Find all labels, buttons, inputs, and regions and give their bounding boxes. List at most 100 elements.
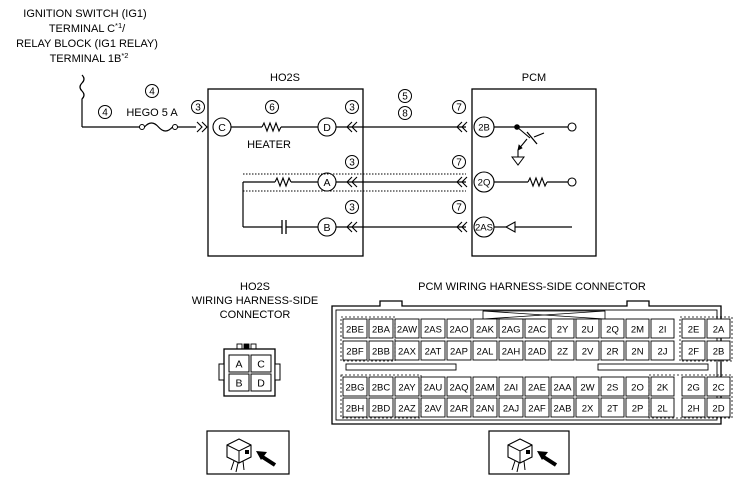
pcm-cell-2f: 2F bbox=[688, 347, 699, 358]
pcm-cell-2ab: 2AB bbox=[554, 404, 572, 415]
pcm-cell-box bbox=[681, 376, 706, 397]
svg-text:D: D bbox=[323, 122, 331, 134]
pcm-box bbox=[471, 88, 597, 257]
pcm-cell-2ba: 2BA bbox=[372, 325, 391, 336]
source-label-line4: TERMINAL 1B*2 bbox=[50, 51, 129, 65]
pcm-cell-2y: 2Y bbox=[557, 325, 569, 336]
svg-text:C: C bbox=[218, 122, 226, 134]
svg-text:8: 8 bbox=[402, 109, 408, 120]
ho2s-connector-title-3: CONNECTOR bbox=[220, 309, 291, 321]
ho2s-connector: A C B D bbox=[218, 343, 281, 397]
svg-text:4: 4 bbox=[102, 108, 108, 119]
pcm-cell-box bbox=[446, 376, 472, 397]
pcm-cell-box bbox=[550, 397, 575, 418]
pcm-cell-box bbox=[472, 376, 498, 397]
pcm-cell-2h: 2H bbox=[687, 404, 699, 415]
circled-marker-4-left: 4 bbox=[98, 105, 112, 119]
pcm-cell-2p: 2P bbox=[632, 404, 644, 415]
pcm-cell-box bbox=[420, 318, 446, 339]
pcm-cell-group-outline bbox=[648, 374, 733, 419]
pcm-cell-box bbox=[625, 340, 650, 361]
fuse-label: HEGO 5 A bbox=[126, 107, 178, 119]
pcm-cell-2bh: 2BH bbox=[346, 404, 365, 415]
ho2s-connector-title-1: HO2S bbox=[240, 281, 270, 293]
pcm-cell-2v: 2V bbox=[582, 347, 594, 358]
source-wire bbox=[79, 74, 85, 127]
pcm-pin-2b: 2B bbox=[473, 116, 495, 138]
pcm-cell-2q: 2Q bbox=[606, 325, 619, 336]
pcm-cell-box bbox=[472, 397, 498, 418]
svg-text:4: 4 bbox=[149, 87, 155, 98]
connector-chevron-2b bbox=[456, 121, 468, 133]
pcm-cell-box bbox=[446, 340, 472, 361]
pcm-cell-2aj: 2AJ bbox=[503, 404, 520, 415]
circled-marker-3-b: 3 bbox=[345, 200, 359, 214]
pcm-cell-2ah: 2AH bbox=[502, 347, 521, 358]
circled-marker-3-c: 3 bbox=[191, 100, 205, 114]
pcm-cell-box bbox=[420, 376, 446, 397]
pcm-cell-box bbox=[342, 397, 368, 418]
pcm-cell-2s: 2S bbox=[607, 383, 619, 394]
pcm-cell-box bbox=[550, 340, 575, 361]
pcm-cell-box bbox=[472, 340, 498, 361]
pcm-cell-2d: 2D bbox=[712, 404, 724, 415]
pcm-cell-box bbox=[368, 340, 394, 361]
svg-text:3: 3 bbox=[349, 203, 355, 214]
pcm-cell-box bbox=[625, 397, 650, 418]
pcm-cell-2av: 2AV bbox=[424, 404, 442, 415]
connector-view-icon-pcm bbox=[488, 430, 570, 475]
svg-text:5: 5 bbox=[402, 92, 408, 103]
pcm-cell-2ac: 2AC bbox=[528, 325, 547, 336]
pcm-connector-divider-right bbox=[597, 363, 709, 371]
pcm-cell-box bbox=[706, 397, 731, 418]
pcm-cell-2af: 2AF bbox=[528, 404, 546, 415]
pcm-cell-2bf: 2BF bbox=[346, 347, 364, 358]
svg-text:6: 6 bbox=[269, 103, 275, 114]
pcm-cell-box bbox=[368, 376, 394, 397]
svg-text:A: A bbox=[323, 177, 330, 189]
pcm-cell-box bbox=[706, 318, 731, 339]
pcm-cell-box bbox=[498, 376, 524, 397]
terminal-2q-out bbox=[567, 177, 577, 187]
pcm-cell-box bbox=[420, 340, 446, 361]
pcm-buffer-2as bbox=[504, 221, 516, 233]
svg-text:B: B bbox=[323, 222, 330, 234]
ho2s-pin-c: C bbox=[212, 117, 232, 137]
pcm-cell-group-outline bbox=[679, 316, 733, 362]
pcm-cell-2ax: 2AX bbox=[398, 347, 417, 358]
pcm-cell-2l: 2L bbox=[657, 404, 668, 415]
pcm-cell-box bbox=[342, 340, 368, 361]
pcm-cell-box bbox=[625, 318, 650, 339]
pcm-cell-2au: 2AU bbox=[424, 383, 443, 394]
pcm-cell-box bbox=[550, 376, 575, 397]
source-label-line2: TERMINAL C*1/ bbox=[49, 21, 126, 35]
pcm-cell-2an: 2AN bbox=[476, 404, 495, 415]
pcm-cell-box bbox=[498, 340, 524, 361]
pcm-cell-box bbox=[498, 397, 524, 418]
pcm-cell-box bbox=[368, 397, 394, 418]
fuse-hego bbox=[139, 122, 178, 132]
pcm-cell-2ap: 2AP bbox=[450, 347, 468, 358]
pcm-cell-2ag: 2AG bbox=[501, 325, 520, 336]
pcm-cell-2aw: 2AW bbox=[397, 325, 417, 336]
pcm-cell-box bbox=[600, 340, 625, 361]
pcm-cell-box bbox=[524, 318, 550, 339]
pcm-cell-2am: 2AM bbox=[475, 383, 495, 394]
pcm-cell-2ad: 2AD bbox=[528, 347, 547, 358]
terminal-2b-out bbox=[567, 122, 577, 132]
svg-text:3: 3 bbox=[349, 103, 355, 114]
pcm-cell-2t: 2T bbox=[607, 404, 618, 415]
pcm-cell-box bbox=[650, 340, 675, 361]
pcm-cell-box bbox=[706, 340, 731, 361]
pcm-cell-box bbox=[446, 318, 472, 339]
pcm-cell-2ao: 2AO bbox=[449, 325, 468, 336]
pcm-cell-box bbox=[394, 340, 420, 361]
pcm-cell-2w: 2W bbox=[580, 383, 594, 394]
pcm-cell-box bbox=[524, 376, 550, 397]
pcm-cell-box bbox=[706, 376, 731, 397]
pcm-cell-box bbox=[600, 318, 625, 339]
pcm-cell-2g: 2G bbox=[687, 383, 700, 394]
pcm-cell-group-outline bbox=[340, 374, 422, 419]
